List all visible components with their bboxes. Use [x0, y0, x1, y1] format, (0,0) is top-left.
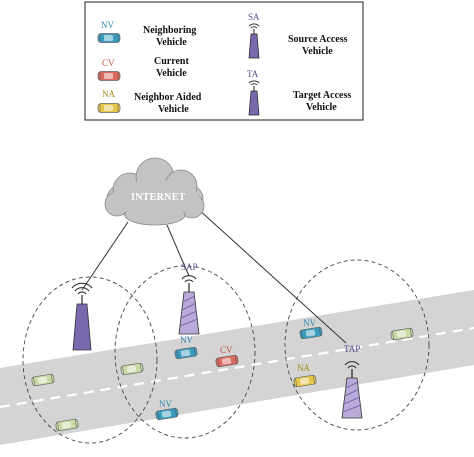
coverage-tap: [284, 259, 430, 431]
link-tap: [196, 207, 347, 344]
tap-label: TAP: [344, 344, 360, 354]
na-tag: NA: [297, 363, 310, 373]
left-access-point-icon: [71, 282, 93, 351]
nv-tag-lower: NV: [159, 399, 172, 409]
sap-antenna-icon: [178, 275, 200, 335]
legend-sa-label-1: Source Access: [288, 34, 348, 45]
coverage-areas: [22, 259, 430, 444]
legend-cv-abbr: CV: [102, 58, 115, 68]
legend-na-car-icon: [97, 103, 121, 113]
internet-label: INTERNET: [131, 192, 186, 203]
legend-nv-label-2: Vehicle: [156, 37, 187, 48]
legend-ta-label-2: Vehicle: [306, 102, 337, 113]
legend-sa-label-2: Vehicle: [302, 46, 333, 57]
legend-ta-abbr: TA: [247, 69, 259, 79]
link-left-ap: [81, 221, 129, 291]
legend-cv-car-icon: [97, 71, 121, 81]
legend-nv-abbr: NV: [101, 20, 114, 30]
tap-antenna-icon: [341, 361, 363, 419]
legend-nv-label-1: Neighboring: [143, 25, 196, 36]
legend-nv-car-icon: [97, 33, 121, 43]
coverage-sap: [114, 265, 256, 439]
coverage-left: [22, 276, 158, 444]
legend-na-label-2: Vehicle: [158, 104, 189, 115]
sap-label: SAP: [181, 262, 198, 272]
nv-tag-right: NV: [303, 318, 316, 328]
legend-ta-label-1: Target Access: [293, 90, 351, 101]
legend-cv-label-1: Current: [154, 56, 189, 67]
legend-sa-abbr: SA: [248, 12, 260, 22]
legend-cv-label-2: Vehicle: [156, 68, 187, 79]
link-sap: [166, 224, 190, 277]
legend: NV Neighboring Vehicle CV Current Vehicl…: [84, 1, 364, 121]
legend-na-label-1: Neighbor Aided: [134, 92, 202, 103]
legend-frame: [84, 1, 364, 121]
internet-links: [81, 207, 347, 344]
cv-tag: CV: [220, 345, 233, 355]
legend-na-abbr: NA: [102, 89, 115, 99]
road: [0, 290, 474, 445]
nv-tag-upper: NV: [180, 335, 193, 345]
cloud-fill-overlay: [111, 180, 199, 216]
road-center-dash: [0, 326, 474, 409]
